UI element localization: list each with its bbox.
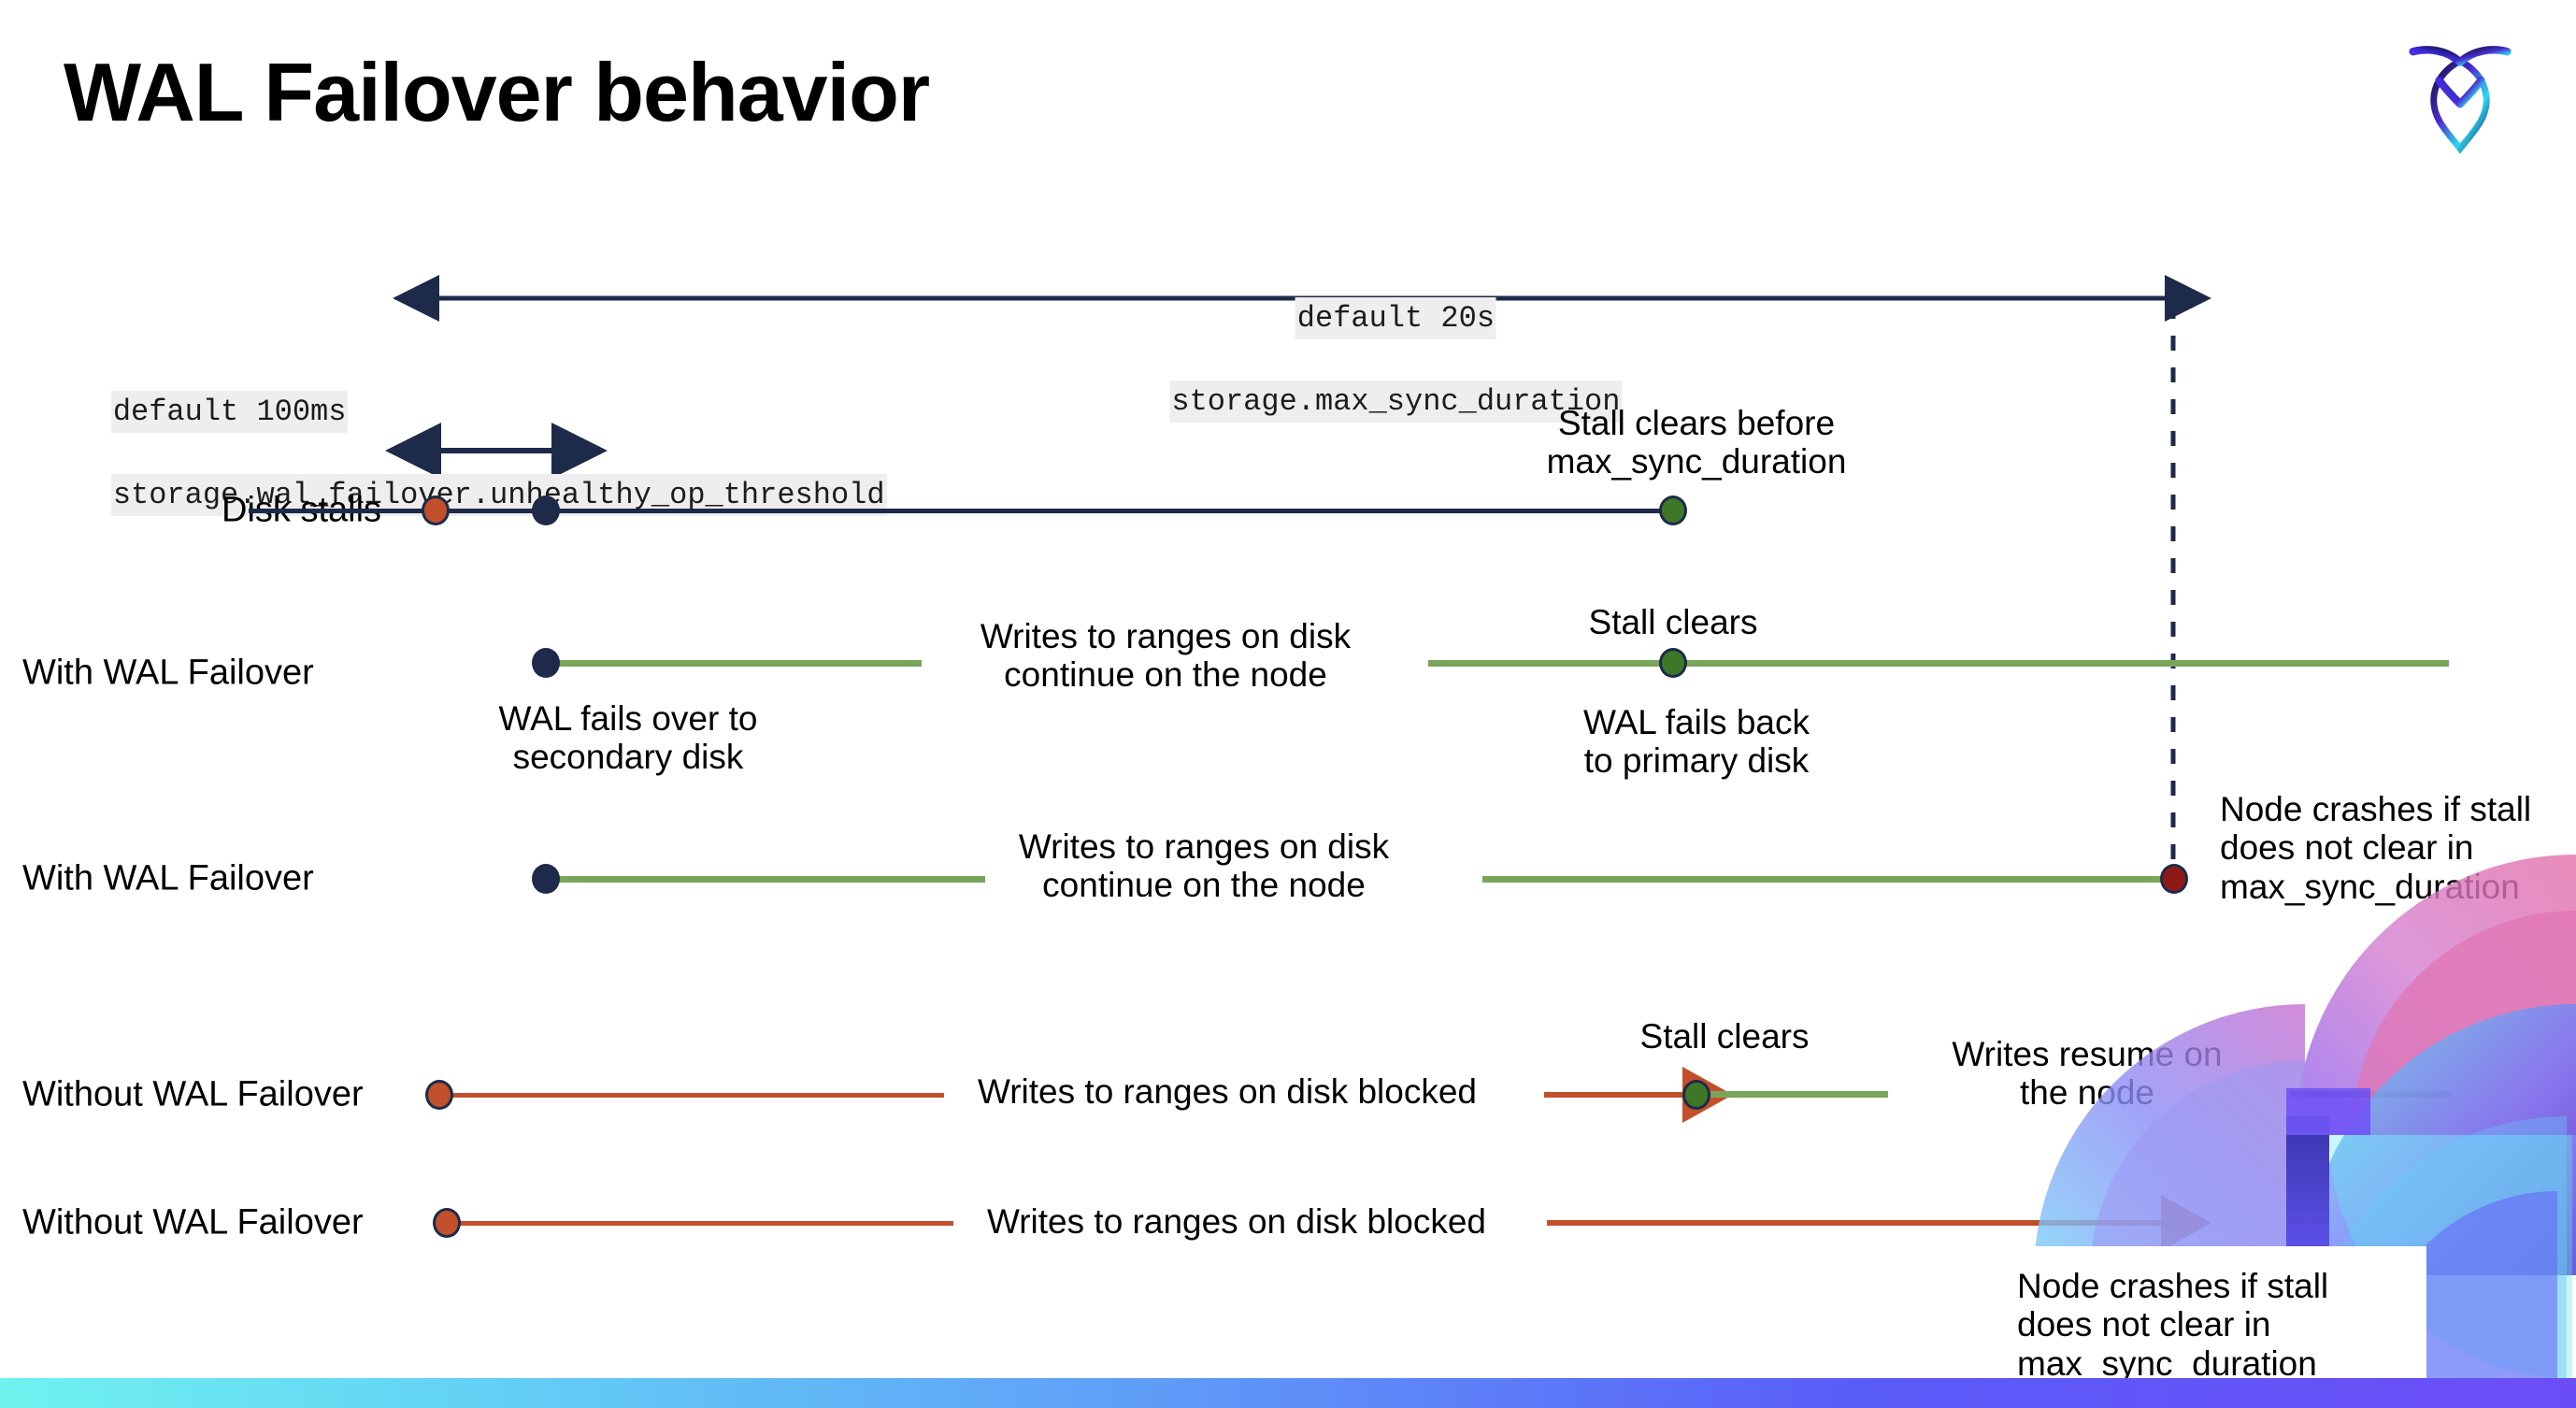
node-crash-marker[interactable] [2160,864,2188,894]
row4-timeline-resume [1699,1091,1888,1098]
row4-note-writes-resume: Writes resume on the node [1952,1035,2223,1113]
failover-start-marker[interactable] [532,648,560,678]
row-label-without-wal-failover-1: Without WAL Failover [22,1074,364,1114]
row2-note-wal-fails-back: WAL fails back to primary disk [1583,703,1810,781]
row2-note-stall-clears: Stall clears [1588,603,1758,641]
row4-note-stall-clears: Stall clears [1639,1017,1810,1056]
row2-note-wal-fails-over: WAL fails over to secondary disk [498,699,758,777]
failover-start-marker[interactable] [532,496,560,525]
row2-note-writes-continue: Writes to ranges on disk continue on the… [980,617,1352,695]
stall-clear-marker[interactable] [1659,648,1687,678]
row-label-with-wal-failover-1: With WAL Failover [22,653,314,693]
row4-timeline-resume-tail [2290,1091,2451,1098]
row1-timeline [249,509,1679,513]
row1-note-stall-clears-before: Stall clears before max_sync_duration [1546,404,1847,481]
row3-note-node-crashes: Node crashes if stall does not clear in … [2220,790,2532,906]
row-label-without-wal-failover-2: Without WAL Failover [22,1202,364,1243]
row3-timeline-segment-left [546,876,985,883]
stall-start-marker[interactable] [422,496,450,525]
row5-timeline-blocked [445,1221,953,1226]
row-label-with-wal-failover-2: With WAL Failover [22,858,314,898]
max-sync-duration-annotation: default 20s storage.max_sync_duration [1098,257,1623,463]
row2-timeline-segment-left [546,660,922,667]
stall-start-marker[interactable] [433,1208,461,1238]
unhealthy-op-threshold-annotation: default 100ms storage.wal_failover.unhea… [39,351,887,556]
stall-clear-marker[interactable] [1682,1080,1710,1110]
unhealthy-op-threshold-default: default 100ms [110,391,349,434]
row5-note-writes-blocked: Writes to ranges on disk blocked [986,1202,1487,1241]
bottom-gradient-bar [0,1378,2576,1408]
stall-start-marker[interactable] [425,1080,453,1110]
cockroachdb-logo-icon [2395,28,2526,159]
row3-note-writes-continue: Writes to ranges on disk continue on the… [1018,827,1390,905]
row5-note-node-crashes: Node crashes if stall does not clear in … [2017,1267,2329,1383]
max-sync-duration-default: default 20s [1295,297,1497,340]
row3-timeline-segment-right [1482,876,2174,883]
row4-note-writes-blocked: Writes to ranges on disk blocked [977,1072,1478,1111]
row2-timeline-segment-right [1428,660,2449,667]
failover-start-marker[interactable] [532,864,560,894]
stall-clear-marker[interactable] [1659,496,1687,525]
page-title: WAL Failover behavior [64,46,930,138]
row4-timeline-blocked [436,1093,944,1098]
max-sync-duration-setting: storage.max_sync_duration [1169,380,1623,423]
